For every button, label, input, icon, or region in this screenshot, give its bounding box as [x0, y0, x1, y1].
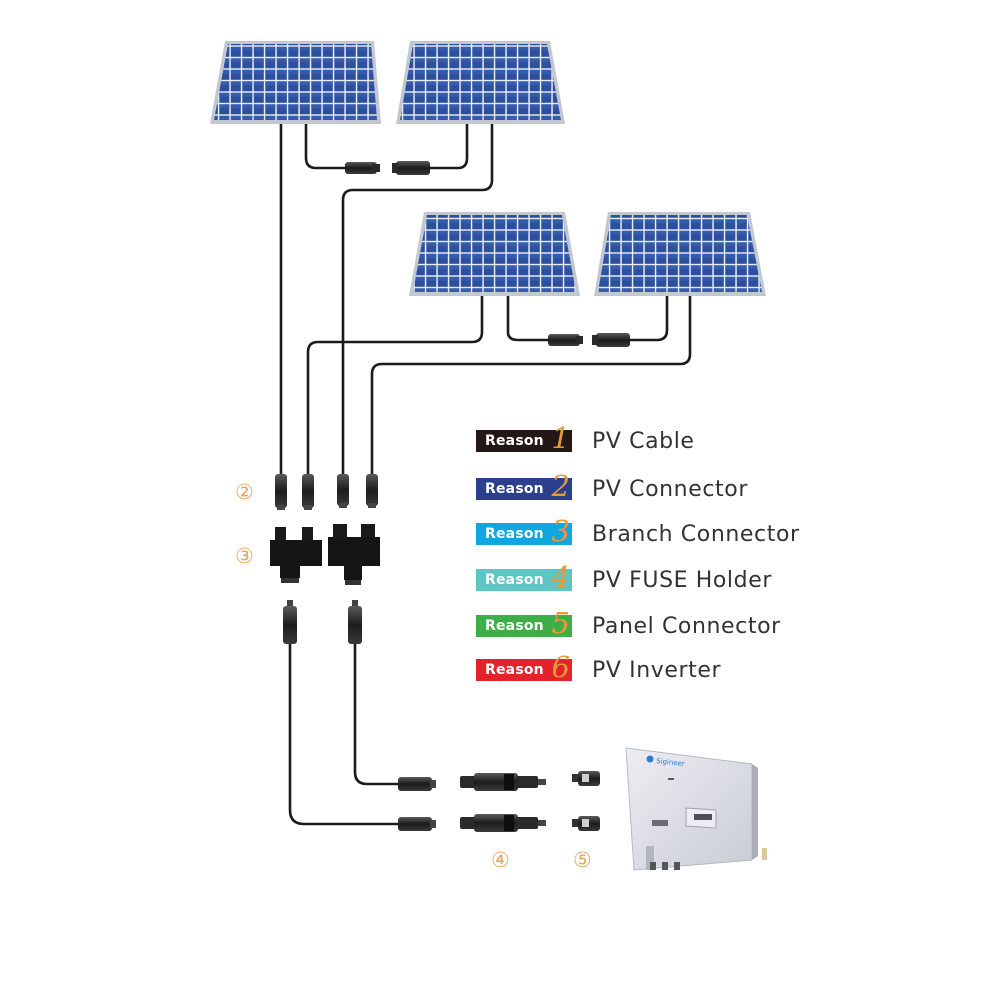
marker-5: ⑤ — [573, 848, 592, 872]
branch-connectors — [270, 524, 380, 585]
legend-label: PV Connector — [592, 476, 748, 502]
fuse-holders — [460, 773, 546, 832]
cable-i — [288, 642, 400, 826]
inverter-icon — [625, 747, 767, 871]
solar-panel-icon — [210, 41, 381, 124]
reason-badge: Reason 4 — [476, 561, 572, 593]
reason-badge: Reason 1 — [476, 422, 572, 454]
cable-j — [353, 642, 400, 786]
mc4-connectors-vertical — [275, 474, 378, 510]
legend-label: PV Inverter — [592, 657, 722, 683]
legend-label: Branch Connector — [592, 521, 800, 547]
legend-label: PV FUSE Holder — [592, 567, 772, 593]
inverter-logo-icon — [646, 755, 654, 763]
legend-label: PV Cable — [592, 428, 695, 454]
reason-badge-label: Reason — [485, 526, 544, 542]
mc4-connector-icon — [366, 474, 378, 508]
mc4-connector-icon — [398, 777, 436, 791]
fuse-holder-icon — [460, 773, 546, 791]
mc4-connector-icon — [337, 474, 349, 508]
mc4-connector-icon — [275, 474, 287, 510]
mc4-connector-icon — [348, 600, 362, 644]
cable-d — [341, 122, 494, 478]
reason-number: 5 — [551, 606, 570, 640]
mc4-connector-icon — [592, 333, 630, 347]
solar-panel-icon — [409, 212, 580, 296]
legend-item: Reason 5 Panel Connector — [476, 607, 781, 639]
solar-panel-icon — [396, 41, 565, 124]
mc4-connector-icon — [345, 162, 380, 174]
reason-number: 2 — [551, 469, 570, 503]
solar-panel-icon — [594, 212, 766, 296]
reason-number: 1 — [551, 421, 570, 455]
reason-number: 4 — [551, 560, 570, 594]
mc4-connector-icon — [302, 474, 314, 510]
reason-number: 6 — [551, 650, 570, 684]
legend-item: Reason 6 PV Inverter — [476, 651, 722, 683]
mc4-connector-icon — [392, 161, 430, 175]
reason-badge: Reason 2 — [476, 470, 572, 502]
marker-3: ③ — [235, 544, 254, 568]
reason-badge: Reason 3 — [476, 515, 572, 547]
cable-g — [628, 294, 669, 342]
cable-b — [304, 122, 347, 170]
mc4-connector-icon — [572, 816, 600, 831]
reason-badge: Reason 5 — [476, 607, 572, 639]
reason-badge-label: Reason — [485, 618, 544, 634]
fuse-holder-icon — [460, 814, 546, 832]
mc4-connectors-inline — [345, 161, 630, 347]
mc4-connector-icon — [283, 600, 297, 644]
inverter-brand: Sigineer — [656, 757, 686, 768]
mc4-connector-icon — [572, 771, 600, 786]
mc4-connectors-output — [283, 600, 362, 644]
legend-item: Reason 3 Branch Connector — [476, 515, 800, 547]
legend-item: Reason 2 PV Connector — [476, 470, 748, 502]
branch-connector-icon — [328, 524, 380, 585]
branch-connector-icon — [270, 527, 322, 583]
cable-e — [306, 294, 484, 478]
panel-connectors — [572, 771, 600, 831]
pv-cables — [279, 120, 692, 826]
cable-c — [428, 122, 469, 170]
marker-4: ④ — [491, 848, 510, 872]
mc4-connector-icon — [548, 334, 583, 346]
mc4-connectors-bottom — [398, 777, 436, 831]
reason-badge-label: Reason — [485, 572, 544, 588]
cable-f — [506, 294, 550, 342]
legend-item: Reason 4 PV FUSE Holder — [476, 561, 772, 593]
reason-badge-label: Reason — [485, 662, 544, 678]
reason-number: 3 — [551, 514, 570, 548]
mc4-connector-icon — [398, 817, 436, 831]
reason-badge: Reason 6 — [476, 651, 572, 683]
solar-panels — [210, 41, 766, 296]
reason-badge-label: Reason — [485, 433, 544, 449]
legend-label: Panel Connector — [592, 613, 781, 639]
legend-item: Reason 1 PV Cable — [476, 422, 695, 454]
cable-h — [370, 294, 692, 478]
marker-2: ② — [235, 480, 254, 504]
reason-badge-label: Reason — [485, 481, 544, 497]
